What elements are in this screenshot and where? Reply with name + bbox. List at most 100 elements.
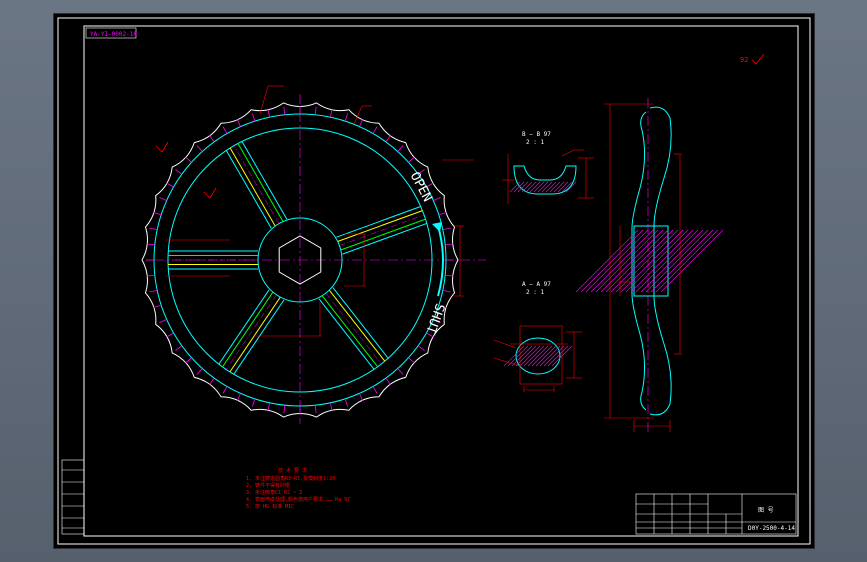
hatch-line bbox=[650, 229, 714, 293]
section-bb-profile bbox=[513, 165, 577, 195]
notes-heading: 技 术 要 求 bbox=[278, 467, 307, 474]
hatch-line bbox=[513, 181, 525, 193]
hatch-line bbox=[529, 181, 541, 193]
hatch-line bbox=[537, 181, 549, 193]
rim-tick bbox=[408, 156, 415, 163]
rim-tick bbox=[153, 304, 162, 308]
revision-table bbox=[61, 459, 85, 535]
spoke-edge bbox=[229, 147, 276, 227]
spoke-edge bbox=[233, 299, 285, 375]
hatch-line bbox=[539, 345, 561, 367]
spoke-edge bbox=[342, 222, 428, 255]
surface-mark-icon bbox=[155, 141, 169, 153]
rim-outer-scallops bbox=[141, 102, 459, 418]
hatch-line bbox=[507, 345, 529, 367]
roughness-symbol-icon bbox=[751, 53, 765, 65]
hatch-line bbox=[549, 181, 561, 193]
spoke-edge bbox=[340, 218, 426, 251]
rim-tick bbox=[314, 405, 317, 414]
spoke-edge bbox=[225, 294, 277, 370]
spoke-edge bbox=[225, 149, 272, 229]
rim-tick bbox=[445, 274, 454, 277]
section-aa-scale: 2 : 1 bbox=[526, 289, 544, 296]
rim-tick bbox=[397, 145, 404, 152]
rim-tick bbox=[442, 289, 451, 293]
section-aa-profile bbox=[515, 337, 561, 375]
rim-tick bbox=[185, 156, 192, 163]
technical-notes: 技 术 要 求 1. 未注铸造圆角R3~R5,拔模斜度1:20 2. 铸件不得有… bbox=[246, 467, 350, 510]
rim-tick bbox=[146, 243, 155, 246]
spoke-edge bbox=[233, 145, 280, 224]
rim-tick bbox=[359, 119, 364, 127]
rim-tick bbox=[329, 109, 333, 118]
hatch-line bbox=[547, 345, 569, 367]
note-line: 2. 铸件不得有砂眼 bbox=[246, 482, 290, 489]
rim-tick bbox=[252, 398, 256, 407]
hatch-line bbox=[590, 229, 654, 293]
hatch-line bbox=[541, 181, 553, 193]
hatch-line bbox=[575, 229, 639, 293]
wheel-spokes bbox=[168, 140, 428, 375]
hatch-line bbox=[645, 229, 709, 293]
hatch-line bbox=[605, 229, 669, 293]
side-view-dimensions bbox=[604, 103, 682, 432]
hatch-line bbox=[625, 229, 689, 293]
hatch-line bbox=[580, 229, 644, 293]
wheel-text-open: OPEN bbox=[407, 170, 435, 205]
rim-tick bbox=[236, 119, 241, 127]
rim-tick bbox=[372, 386, 378, 394]
note-line: 3. 未注倒角C1 R2 ~ 3 bbox=[246, 489, 302, 496]
hatch-line bbox=[557, 181, 569, 193]
section-bb-label: B — B 97 bbox=[522, 131, 551, 138]
section-aa-label: A — A 97 bbox=[522, 281, 551, 288]
rim-tick bbox=[149, 227, 158, 231]
rim-tick bbox=[359, 393, 364, 401]
hatch-line bbox=[600, 229, 664, 293]
inner-frame bbox=[83, 25, 799, 537]
rim-tick bbox=[153, 212, 162, 216]
side-hub bbox=[633, 225, 669, 297]
rim-tick bbox=[267, 402, 271, 411]
wheel-text-shut: SHUT bbox=[422, 301, 447, 336]
rim-tick bbox=[442, 227, 451, 231]
hatch-line bbox=[543, 345, 565, 367]
rim-tick bbox=[283, 405, 286, 414]
rim-tick bbox=[185, 357, 192, 364]
spoke-edge bbox=[321, 295, 379, 368]
section-bb-hatch bbox=[509, 181, 577, 193]
rim-tick bbox=[252, 113, 256, 122]
top-code-box bbox=[85, 27, 137, 39]
side-hub-hatch bbox=[575, 229, 724, 293]
rim-tick bbox=[408, 357, 415, 364]
section-aa: A — A 97 2 : 1 bbox=[493, 281, 582, 392]
drawing-viewport[interactable]: YA-YI-0002-10 92 bbox=[54, 14, 814, 548]
handwheel-front-view: OPEN SHUT bbox=[141, 85, 486, 424]
rim-tick bbox=[166, 182, 174, 188]
rim-tick bbox=[372, 126, 378, 134]
rim-tick bbox=[385, 377, 391, 385]
rim-grip-ticks bbox=[146, 106, 454, 414]
rim-tick bbox=[329, 402, 333, 411]
handwheel-side-view bbox=[575, 98, 724, 432]
section-bb-scale: 2 : 1 bbox=[526, 139, 544, 146]
rim-tick bbox=[397, 368, 404, 375]
direction-arrow-icon bbox=[437, 225, 444, 297]
rim-tick bbox=[426, 332, 434, 338]
rim-tick bbox=[433, 319, 441, 324]
spoke-edge bbox=[339, 214, 425, 246]
hatch-line bbox=[511, 345, 533, 367]
title-block bbox=[635, 493, 797, 535]
top-code-text: YA-YI-0002-10 bbox=[90, 31, 137, 38]
spoke-edge bbox=[218, 289, 270, 365]
hatch-line bbox=[640, 229, 704, 293]
section-aa-dimensions bbox=[493, 325, 582, 392]
rim-tick bbox=[196, 145, 203, 152]
hatch-line bbox=[517, 181, 529, 193]
note-line: 5. 按 HG 标准 MIC bbox=[246, 503, 294, 510]
hatch-line bbox=[660, 229, 724, 293]
hatch-line bbox=[515, 345, 537, 367]
section-aa-hatch bbox=[503, 345, 573, 367]
cad-drawing-canvas[interactable]: YA-YI-0002-10 92 bbox=[54, 14, 814, 548]
section-bb-dimensions bbox=[502, 149, 594, 204]
